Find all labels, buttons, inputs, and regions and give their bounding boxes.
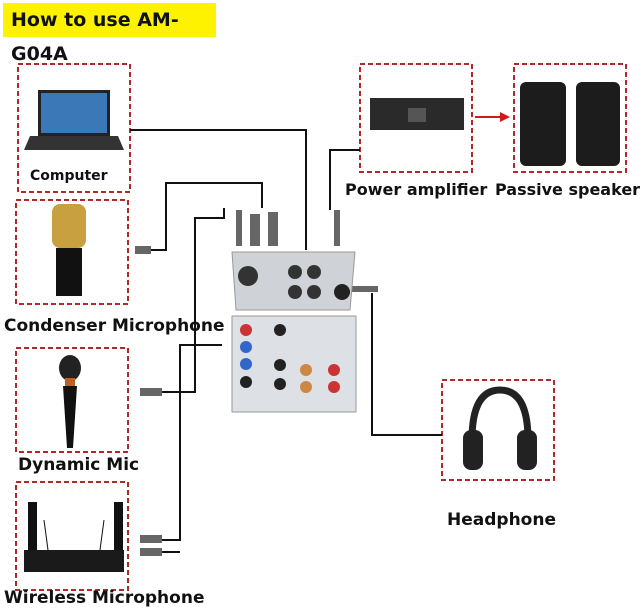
cable-wireless (160, 344, 222, 541)
cable-condenser (150, 182, 263, 251)
label-wireless-microphone: Wireless Microphone (4, 588, 205, 608)
speaker-box (513, 63, 627, 173)
dynamic-box (15, 347, 129, 453)
headphone-icon (463, 386, 537, 470)
wireless-mic-icon (24, 502, 124, 572)
plug-icons (135, 210, 378, 556)
label-power-amplifier: Power amplifier (345, 180, 488, 199)
laptop-icon (24, 90, 124, 150)
amplifier-box (359, 63, 473, 173)
label-condenser-microphone: Condenser Microphone (4, 316, 225, 336)
cable-headphone (371, 293, 442, 436)
label-passive-speaker: Passive speaker (495, 180, 640, 199)
mixer-icon (231, 251, 357, 413)
label-computer: Computer (30, 168, 108, 184)
cable-dynamic (160, 208, 225, 393)
arrow-amp-to-speaker (475, 112, 510, 122)
title: How to use AM-G04A (3, 3, 216, 65)
speaker-icon (520, 82, 620, 166)
wireless-box (15, 481, 129, 591)
cable-amplifier (329, 149, 360, 210)
label-dynamic-mic: Dynamic Mic (18, 455, 140, 475)
dynamic-mic-icon (59, 355, 81, 448)
headphone-box (441, 379, 555, 481)
computer-box (17, 63, 131, 193)
condenser-box (15, 199, 129, 305)
condenser-mic-icon (52, 204, 86, 296)
label-headphone: Headphone (447, 510, 556, 530)
amplifier-icon (370, 98, 464, 130)
cable-computer (130, 129, 307, 250)
